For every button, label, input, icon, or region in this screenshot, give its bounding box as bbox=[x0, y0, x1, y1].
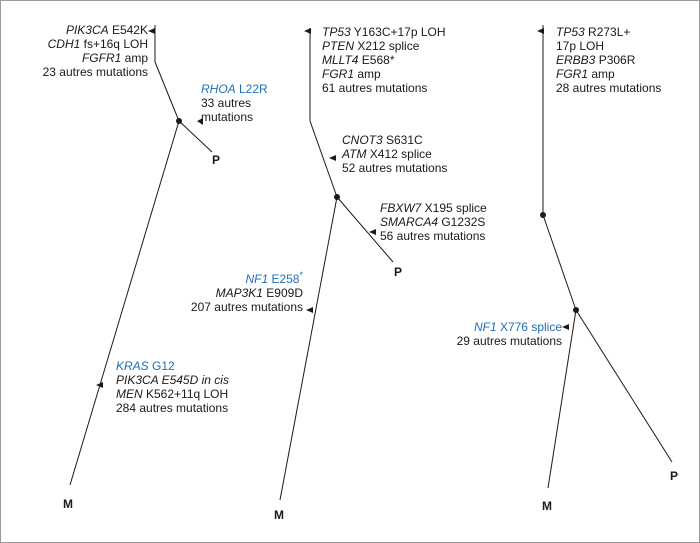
tree-2-marker-inner bbox=[329, 155, 336, 161]
tree-3-marker-m bbox=[562, 324, 569, 330]
tree-2-branch-m bbox=[279, 196, 338, 501]
tree-3-branch-m bbox=[547, 309, 577, 489]
tree-1-branch-m bbox=[69, 120, 180, 486]
tree-3-node-2 bbox=[573, 307, 579, 313]
label-line: 61 autres mutations bbox=[322, 81, 428, 95]
label-line: 207 autres mutations bbox=[190, 300, 303, 314]
label-line: 23 autres mutations bbox=[42, 65, 148, 79]
label-line: 28 autres mutations bbox=[556, 81, 662, 95]
tree-3-node-1 bbox=[540, 212, 546, 218]
tree-3-stem bbox=[542, 214, 577, 311]
label-line: NF1 X776 splice bbox=[473, 320, 562, 334]
tree-2-marker-trunk bbox=[304, 28, 311, 34]
tree-2 bbox=[279, 28, 394, 501]
tree-3-trunk-label: TP53 R273L+ 17p LOH ERBB3 P306R FGR1 amp… bbox=[556, 25, 661, 95]
tree-2-stem bbox=[309, 120, 338, 198]
tree-1-branch-p bbox=[178, 120, 213, 153]
tree-2-leaf-m: M bbox=[274, 508, 284, 522]
label-line: FGFR1 amp bbox=[81, 51, 148, 65]
tree-3-marker-trunk bbox=[537, 28, 544, 34]
tree-2-p-branch-label: FBXW7 X195 splice SMARCA4 G1232S 56 autr… bbox=[380, 201, 487, 243]
label-line: PTEN X212 splice bbox=[322, 39, 420, 53]
label-line: 56 autres mutations bbox=[380, 229, 486, 243]
tree-3-m-branch-label: NF1 X776 splice 29 autres mutations bbox=[457, 320, 562, 348]
tree-1-leaf-m: M bbox=[63, 497, 73, 511]
tree-3-leaf-m: M bbox=[542, 499, 552, 513]
label-line: MLLT4 E568* bbox=[322, 53, 395, 67]
label-line: 52 autres mutations bbox=[342, 161, 448, 175]
label-line: TP53 R273L+ bbox=[556, 25, 631, 39]
label-line: TP53 Y163C+17p LOH bbox=[322, 25, 446, 39]
label-line: NF1 E258* bbox=[245, 270, 303, 287]
tree-1-p-branch-label: RHOA L22R 33 autres mutations bbox=[201, 82, 268, 124]
label-line: FBXW7 X195 splice bbox=[380, 201, 487, 215]
label-line: FGR1 amp bbox=[322, 67, 381, 81]
label-line: PIK3CA E545D in cis bbox=[116, 373, 229, 387]
label-line: MAP3K1 E909D bbox=[215, 286, 303, 300]
label-line: 17p LOH bbox=[556, 39, 605, 53]
tree-2-trunk-label: TP53 Y163C+17p LOH PTEN X212 splice MLLT… bbox=[322, 25, 446, 95]
label-line: ERBB3 P306R bbox=[556, 53, 636, 67]
tree-2-node bbox=[334, 194, 340, 200]
label-line: ATM X412 splice bbox=[342, 147, 432, 161]
tree-2-m-branch-label: NF1 E258* MAP3K1 E909D 207 autres mutati… bbox=[190, 270, 303, 315]
label-line: CNOT3 S631C bbox=[342, 133, 423, 147]
label-line: 29 autres mutations bbox=[456, 334, 562, 348]
tree-3-leaf-p: P bbox=[670, 469, 679, 483]
label-line: RHOA L22R bbox=[201, 82, 268, 96]
label-line: FGR1 amp bbox=[556, 67, 615, 81]
tree-2-inner-label: CNOT3 S631C ATM X412 splice 52 autres mu… bbox=[342, 133, 447, 175]
tree-1-marker-trunk bbox=[148, 28, 155, 34]
label-line: 284 autres mutations bbox=[116, 401, 229, 415]
tree-1-marker-p bbox=[197, 118, 203, 125]
tree-1-stem bbox=[154, 61, 180, 122]
tree-3-branch-p bbox=[575, 309, 673, 463]
tree-2-marker-m bbox=[306, 307, 313, 313]
label-line: KRAS G12 bbox=[116, 359, 175, 373]
tree-1-marker-m bbox=[96, 382, 103, 388]
tree-1-node bbox=[176, 118, 182, 124]
label-line: mutations bbox=[201, 110, 254, 124]
tree-2-branch-p bbox=[336, 196, 394, 263]
tree-1-leaf-p: P bbox=[212, 153, 221, 167]
tree-1-trunk-label: PIK3CA E542K CDH1 fs+16q LOH FGFR1 amp 2… bbox=[43, 23, 148, 79]
label-line: CDH1 fs+16q LOH bbox=[47, 37, 148, 51]
tree-2-leaf-p: P bbox=[394, 265, 403, 279]
label-line: 33 autres bbox=[201, 96, 252, 110]
tree-1 bbox=[69, 25, 213, 486]
tree-2-marker-p bbox=[369, 229, 376, 235]
tree-3 bbox=[537, 25, 673, 489]
label-line: MEN K562+11q LOH bbox=[116, 387, 229, 401]
label-line: PIK3CA E542K bbox=[65, 23, 148, 37]
tree-1-m-branch-label: KRAS G12 PIK3CA E545D in cis MEN K562+11… bbox=[116, 359, 229, 415]
label-line: SMARCA4 G1232S bbox=[380, 215, 486, 229]
